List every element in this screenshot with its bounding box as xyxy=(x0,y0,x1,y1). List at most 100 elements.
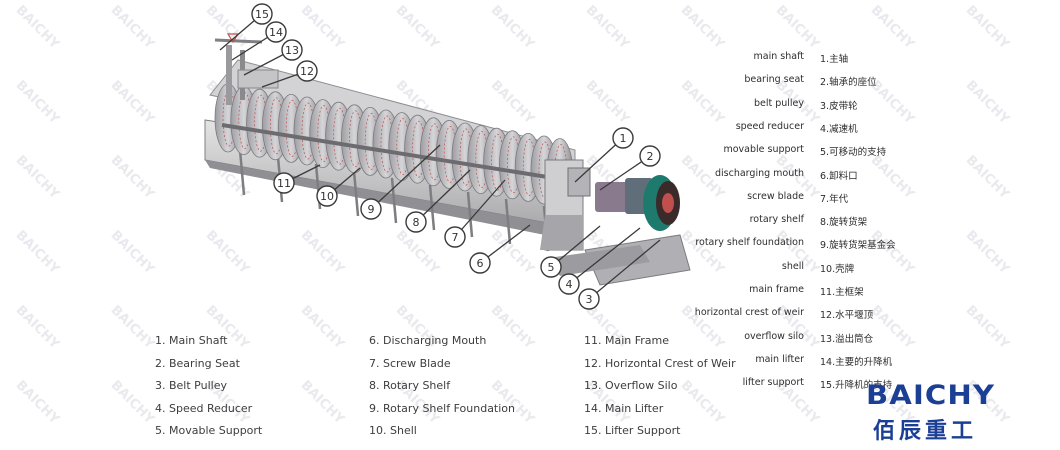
legend-item: 2. Bearing Seat xyxy=(155,356,240,370)
part-name-english: speed reducer xyxy=(735,120,804,132)
legend-column-1: 1. Main Shaft 2. Bearing Seat 3. Belt Pu… xyxy=(155,330,262,443)
lifter-top-bar xyxy=(214,38,263,44)
callout-number: 10 xyxy=(320,190,334,203)
legend-item: 14. Main Lifter xyxy=(584,401,664,415)
legend-item: 1. Main Shaft xyxy=(155,334,228,347)
brand-logo-chinese: 佰辰重工 xyxy=(873,419,978,444)
part-name-chinese: 10.壳牌 xyxy=(820,263,855,275)
bearing-seat-block xyxy=(567,167,591,197)
callout-leader xyxy=(574,137,624,183)
frame-leg xyxy=(352,170,360,217)
legend-column-3: 11. Main Frame 12. Horizontal Crest of W… xyxy=(584,330,736,443)
part-name-english: movable support xyxy=(723,144,804,156)
callout-circle xyxy=(265,21,287,43)
legend-item: 5. Movable Support xyxy=(155,424,263,437)
overflow-weir xyxy=(237,69,279,89)
parts-table-row: main frame 11.主框架 xyxy=(690,280,930,303)
legend-item: 3. Belt Pulley xyxy=(155,379,227,392)
parts-table-row: movable support 5.可移动的支持 xyxy=(690,140,930,163)
frame-leg xyxy=(390,177,398,224)
screw-blades xyxy=(214,83,574,208)
callout-number: 3 xyxy=(586,293,593,306)
frame-leg xyxy=(238,149,246,196)
callout-number: 14 xyxy=(269,26,283,39)
callout-number: 11 xyxy=(277,177,291,190)
legend-item: 10. Shell xyxy=(369,424,417,437)
callout-leader xyxy=(415,169,471,223)
callout-number: 5 xyxy=(548,261,555,274)
part-name-chinese: 15.升降机的支持 xyxy=(820,380,893,392)
part-name-english: rotary shelf xyxy=(749,214,804,226)
callout-number: 15 xyxy=(255,8,269,21)
part-name-english: overflow silo xyxy=(744,330,804,342)
callout-circle xyxy=(469,252,491,274)
legend-column-2: 6. Discharging Mouth 7. Screw Blade 8. R… xyxy=(369,330,515,443)
legend-item: 12. Horizontal Crest of Weir xyxy=(584,356,736,370)
legend-item: 11. Main Frame xyxy=(584,334,670,347)
callout-leader xyxy=(370,144,441,210)
frame-leg xyxy=(466,191,474,238)
part-name-english: belt pulley xyxy=(753,97,804,109)
part-name-chinese: 14.主要的升降机 xyxy=(820,356,893,368)
callout-circle xyxy=(405,211,427,233)
callout-number: 8 xyxy=(413,216,420,229)
callout-circle xyxy=(251,3,273,25)
callout-circle xyxy=(558,273,580,295)
callout-circle xyxy=(281,39,303,61)
callout-circle xyxy=(639,145,661,167)
part-name-english: shell xyxy=(781,260,804,272)
part-name-chinese: 1.主轴 xyxy=(820,54,849,65)
callout-circle xyxy=(444,226,466,248)
part-name-chinese: 11.主框架 xyxy=(820,287,864,298)
speed-reducer-box xyxy=(595,182,629,212)
part-name-chinese: 2.轴承的座位 xyxy=(820,77,877,89)
part-name-chinese: 4.减速机 xyxy=(820,123,858,135)
discharge-chute xyxy=(540,215,583,250)
part-name-english: horizontal crest of weir xyxy=(694,307,804,319)
part-name-english: main frame xyxy=(749,284,804,295)
callout-circle xyxy=(273,172,295,194)
part-name-chinese: 9.旋转货架基金会 xyxy=(820,240,896,252)
parts-table-row: horizontal crest of weir 12.水平堰顶 xyxy=(690,303,930,326)
legend-item: 6. Discharging Mouth xyxy=(369,334,487,347)
frame-leg xyxy=(428,184,436,231)
callout-number: 13 xyxy=(285,44,299,57)
parts-table-row: main lifter 14.主要的升降机 xyxy=(690,350,930,373)
callout-number: 4 xyxy=(566,278,573,291)
main-shaft-line xyxy=(221,123,586,185)
callout-number: 12 xyxy=(300,65,314,78)
part-name-english: rotary shelf foundation xyxy=(695,237,804,249)
legend-item: 8. Rotary Shelf xyxy=(369,379,451,392)
callout-circle xyxy=(578,288,600,310)
callout-circle xyxy=(360,198,382,220)
part-name-chinese: 8.旋转货架 xyxy=(820,217,868,229)
classifier-body xyxy=(204,59,586,252)
callout-leader xyxy=(568,227,641,285)
trough-bottom xyxy=(205,160,575,240)
lifter-post xyxy=(226,45,232,105)
parts-table-row: belt pulley 3.皮带轮 xyxy=(690,94,930,117)
legend-item: 4. Speed Reducer xyxy=(155,401,253,415)
part-name-chinese: 5.可移动的支持 xyxy=(820,147,887,159)
part-name-chinese: 12.水平堰顶 xyxy=(820,310,874,322)
belt-pulley-hub xyxy=(662,193,674,213)
callout-number: 7 xyxy=(452,231,459,244)
callout-number: 6 xyxy=(477,257,484,270)
legend-item: 13. Overflow Silo xyxy=(584,379,678,392)
part-name-chinese: 3.皮带轮 xyxy=(820,100,858,112)
part-name-english: main lifter xyxy=(755,353,804,365)
drive-end xyxy=(540,159,691,286)
callout-circle xyxy=(296,60,318,82)
brand-logo-text: BAICHY xyxy=(866,380,996,411)
part-name-english: discharging mouth xyxy=(715,167,804,179)
part-name-english: screw blade xyxy=(747,190,804,202)
callout-number: 2 xyxy=(647,150,654,163)
legend-item: 9. Rotary Shelf Foundation xyxy=(369,401,516,415)
callout-circle xyxy=(540,256,562,278)
